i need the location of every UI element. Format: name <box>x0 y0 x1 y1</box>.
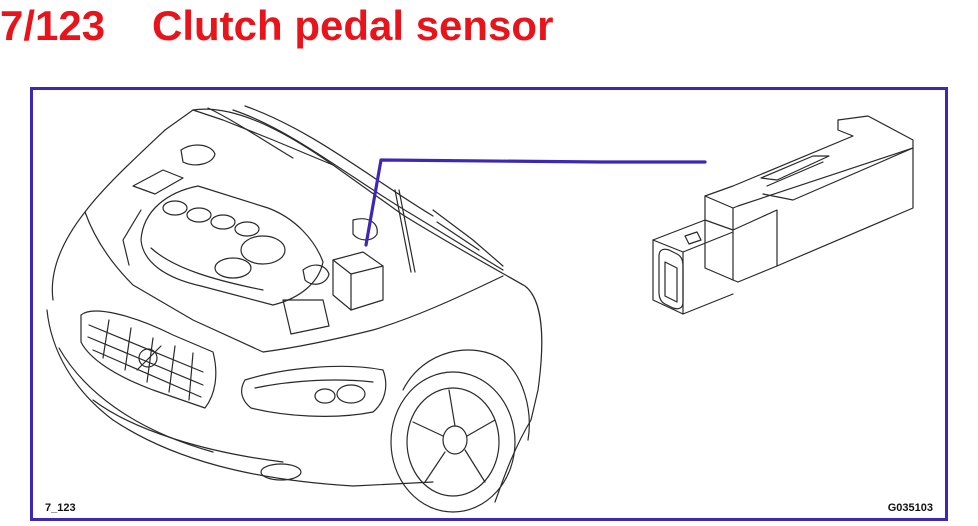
component-title: Clutch pedal sensor <box>152 2 554 49</box>
image-reference: G035103 <box>887 502 933 514</box>
car-engine-bay-icon <box>46 105 543 513</box>
figure-label: 7_123 <box>45 502 76 514</box>
clutch-pedal-sensor-connector-icon <box>652 115 914 315</box>
page-title: 7/123 Clutch pedal sensor <box>0 2 553 50</box>
diagram-frame: 7_123 G035103 <box>30 87 948 521</box>
leader-line <box>364 158 707 247</box>
component-code: 7/123 <box>0 2 106 49</box>
diagram-illustration <box>46 105 914 513</box>
